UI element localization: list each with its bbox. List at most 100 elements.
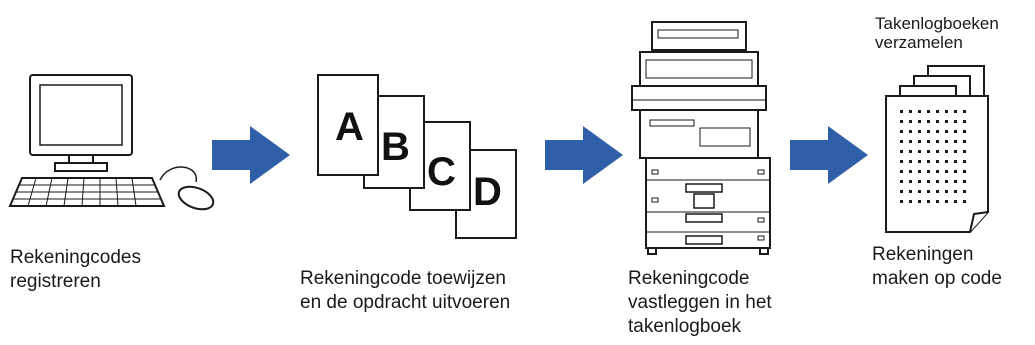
step-4-line-1: Rekeningen <box>872 244 974 265</box>
report-dot <box>927 130 930 133</box>
report-dot <box>918 140 921 143</box>
doc-letter-d: D <box>473 170 502 214</box>
report-dot <box>963 130 966 133</box>
report-dot <box>945 160 948 163</box>
report-dot <box>945 140 948 143</box>
report-dot <box>936 150 939 153</box>
report-dot <box>963 170 966 173</box>
report-dot <box>918 120 921 123</box>
step-2-line-1: Rekeningcode toewijzen <box>300 268 506 289</box>
report-dots <box>900 110 966 203</box>
report-dot <box>954 140 957 143</box>
report-dot <box>918 110 921 113</box>
report-dot <box>936 130 939 133</box>
report-dot <box>909 130 912 133</box>
report-dot <box>963 140 966 143</box>
report-dot <box>945 190 948 193</box>
arrow-icon <box>545 126 623 184</box>
report-dot <box>927 110 930 113</box>
doc-letter-b: B <box>381 125 410 169</box>
computer-icon <box>8 74 215 211</box>
report-dot <box>963 160 966 163</box>
collect-label: Takenlogboeken verzamelen <box>875 14 999 52</box>
report-dot <box>927 170 930 173</box>
report-dot <box>900 150 903 153</box>
report-dot <box>936 120 939 123</box>
report-dot <box>954 120 957 123</box>
report-dot <box>936 190 939 193</box>
report-dot <box>918 170 921 173</box>
report-dot <box>900 160 903 163</box>
report-dot <box>954 130 957 133</box>
report-dot <box>918 190 921 193</box>
report-dot <box>945 120 948 123</box>
step-1-line-2: registreren <box>10 271 101 292</box>
report-dot <box>909 110 912 113</box>
report-dot <box>945 110 948 113</box>
step-1-line-1: Rekeningcodes <box>10 247 141 268</box>
report-dot <box>936 180 939 183</box>
report-dot <box>909 150 912 153</box>
report-dot <box>900 190 903 193</box>
report-dot <box>900 170 903 173</box>
report-dot <box>936 110 939 113</box>
report-dot <box>954 180 957 183</box>
arrow-icon <box>212 126 290 184</box>
step-3-line-2: vastleggen in het <box>628 292 772 313</box>
report-dot <box>954 110 957 113</box>
report-dot <box>900 180 903 183</box>
step-1-caption: Rekeningcodes registreren <box>10 246 141 294</box>
step-4-line-2: maken op code <box>872 268 1002 289</box>
report-dot <box>963 110 966 113</box>
report-dot <box>945 130 948 133</box>
report-dot <box>936 170 939 173</box>
report-dot <box>945 170 948 173</box>
step-3-caption: Rekeningcode vastleggen in het takenlogb… <box>628 267 772 339</box>
report-dot <box>909 160 912 163</box>
report-dot <box>918 180 921 183</box>
report-dot <box>954 170 957 173</box>
report-dot <box>936 160 939 163</box>
report-dot <box>900 200 903 203</box>
step-2-line-2: en de opdracht uitvoeren <box>300 292 511 313</box>
report-dot <box>927 150 930 153</box>
report-dot <box>927 190 930 193</box>
report-dot <box>945 180 948 183</box>
report-dot <box>909 170 912 173</box>
step-4-caption: Rekeningen maken op code <box>872 243 1002 291</box>
doc-letter-c: C <box>427 150 456 194</box>
report-dot <box>936 140 939 143</box>
collect-label-line-2: verzamelen <box>875 33 963 52</box>
report-dot <box>900 110 903 113</box>
report-pages-icon <box>885 65 989 233</box>
report-dot <box>927 200 930 203</box>
report-dot <box>954 190 957 193</box>
report-dot <box>954 150 957 153</box>
report-dot <box>909 140 912 143</box>
step-3-line-1: Rekeningcode <box>628 268 750 289</box>
report-dot <box>909 180 912 183</box>
documents-icon <box>317 74 517 239</box>
report-dot <box>927 140 930 143</box>
report-dot <box>900 120 903 123</box>
report-dot <box>909 120 912 123</box>
report-dot <box>954 200 957 203</box>
report-dot <box>918 200 921 203</box>
step-2-caption: Rekeningcode toewijzen en de opdracht ui… <box>300 267 510 315</box>
report-dot <box>927 120 930 123</box>
report-dot <box>900 140 903 143</box>
arrow-icon <box>790 126 868 184</box>
report-dot <box>954 160 957 163</box>
doc-letter-a: A <box>335 105 364 149</box>
report-dot <box>909 190 912 193</box>
report-dot <box>918 150 921 153</box>
report-dot <box>918 160 921 163</box>
printer-icon <box>631 21 771 255</box>
report-dot <box>927 160 930 163</box>
report-dot <box>927 180 930 183</box>
report-dot <box>945 200 948 203</box>
report-dot <box>900 130 903 133</box>
report-dot <box>963 200 966 203</box>
report-dot <box>963 150 966 153</box>
